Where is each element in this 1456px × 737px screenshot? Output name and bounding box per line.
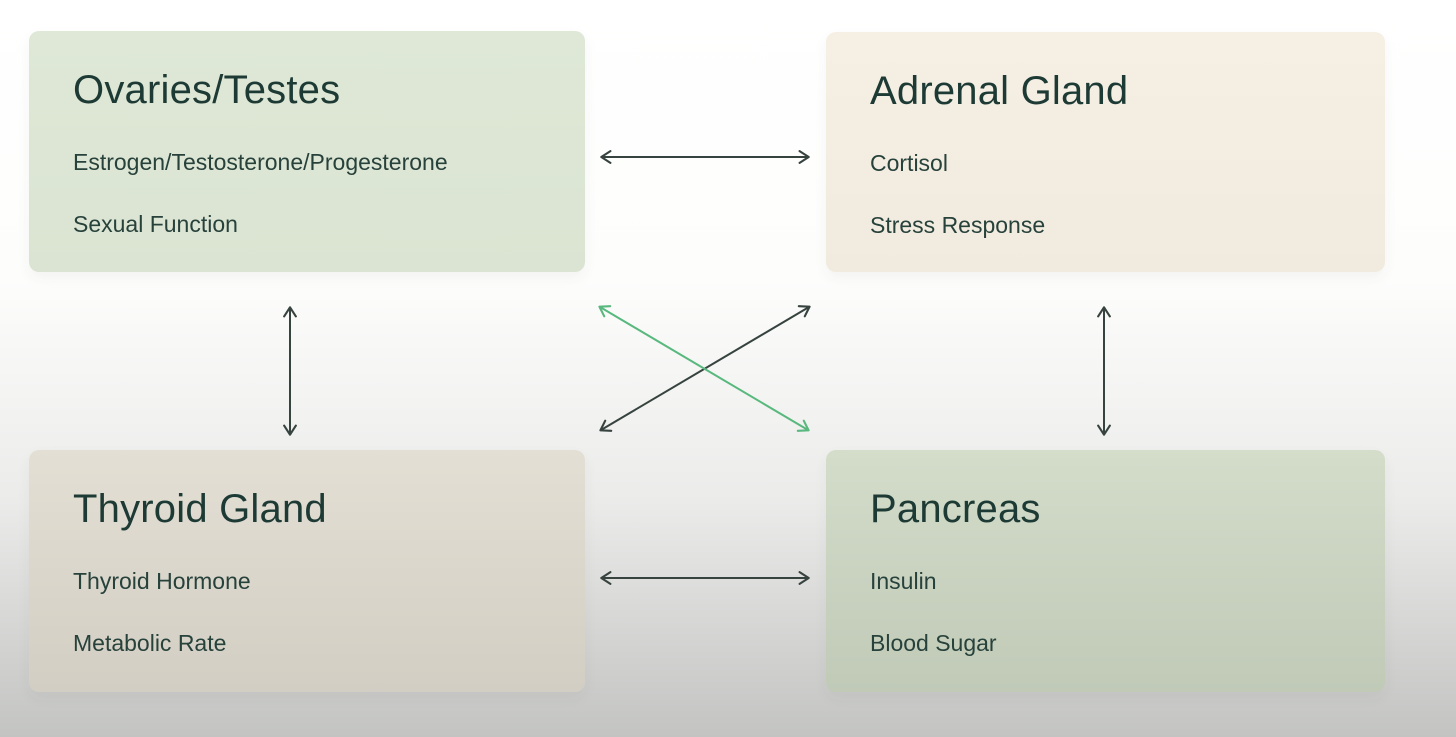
node-title-ovaries-testes: Ovaries/Testes [73, 68, 341, 112]
node-title-pancreas: Pancreas [870, 487, 1041, 531]
node-ovaries-testes: Ovaries/Testes Estrogen/Testosterone/Pro… [29, 31, 585, 272]
node-hormones-pancreas: Insulin [870, 568, 937, 594]
node-title-thyroid-gland: Thyroid Gland [73, 487, 327, 531]
node-function-ovaries-testes: Sexual Function [73, 211, 238, 237]
node-hormones-thyroid-gland: Thyroid Hormone [73, 568, 251, 594]
edge-thyroid-adrenal [599, 305, 811, 432]
node-pancreas: Pancreas Insulin Blood Sugar [826, 450, 1385, 692]
node-title-adrenal-gland: Adrenal Gland [870, 69, 1129, 113]
edge-ovaries-pancreas [598, 305, 810, 432]
node-thyroid-gland: Thyroid Gland Thyroid Hormone Metabolic … [29, 450, 585, 692]
node-function-adrenal-gland: Stress Response [870, 212, 1046, 238]
node-hormones-ovaries-testes: Estrogen/Testosterone/Progesterone [73, 149, 448, 175]
node-function-pancreas: Blood Sugar [870, 630, 997, 656]
node-function-thyroid-gland: Metabolic Rate [73, 630, 227, 656]
node-adrenal-gland: Adrenal Gland Cortisol Stress Response [826, 32, 1385, 272]
node-hormones-adrenal-gland: Cortisol [870, 150, 948, 176]
